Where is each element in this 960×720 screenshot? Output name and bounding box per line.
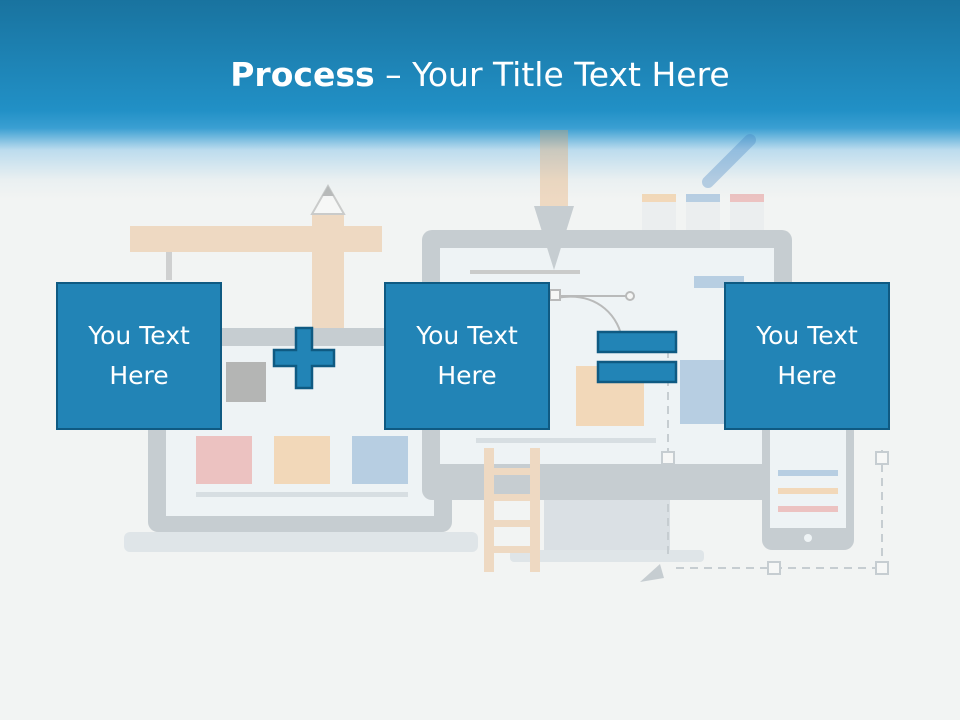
phone-illustration <box>762 418 854 550</box>
process-box-1: You Text Here <box>56 282 222 430</box>
process-box-3-text: You Text Here <box>756 321 858 390</box>
header-banner <box>0 0 960 200</box>
process-box-2-text: You Text Here <box>416 321 518 390</box>
ladder-illustration <box>484 448 540 572</box>
title-bold: Process <box>230 55 375 94</box>
slide-title: Process – Your Title Text Here <box>0 52 960 98</box>
process-box-2: You Text Here <box>384 282 550 430</box>
crane-illustration <box>130 183 382 334</box>
title-rest: – Your Title Text Here <box>374 55 730 94</box>
selection-illustration <box>667 350 883 569</box>
process-box-1-text: You Text Here <box>88 321 190 390</box>
paint-illustration <box>642 134 764 230</box>
pen-illustration <box>534 130 574 270</box>
equals-icon <box>596 330 678 384</box>
process-box-3: You Text Here <box>724 282 890 430</box>
plus-icon <box>272 326 336 390</box>
